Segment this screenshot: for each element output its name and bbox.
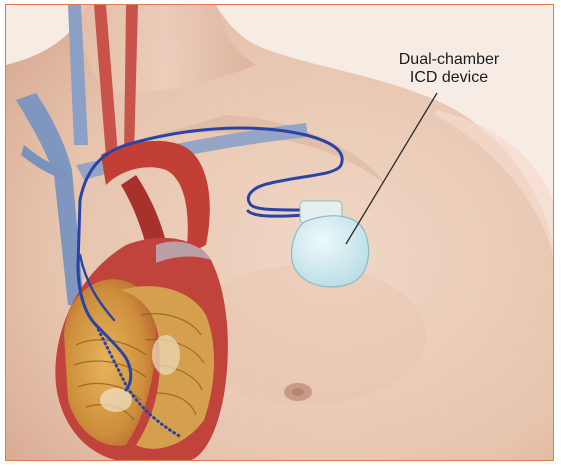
figure-frame: Dual-chamber ICD device — [5, 4, 554, 461]
callout-line-2: ICD device — [384, 69, 514, 87]
callout-line-1: Dual-chamber — [384, 51, 514, 69]
device-callout-label: Dual-chamber ICD device — [384, 51, 514, 87]
